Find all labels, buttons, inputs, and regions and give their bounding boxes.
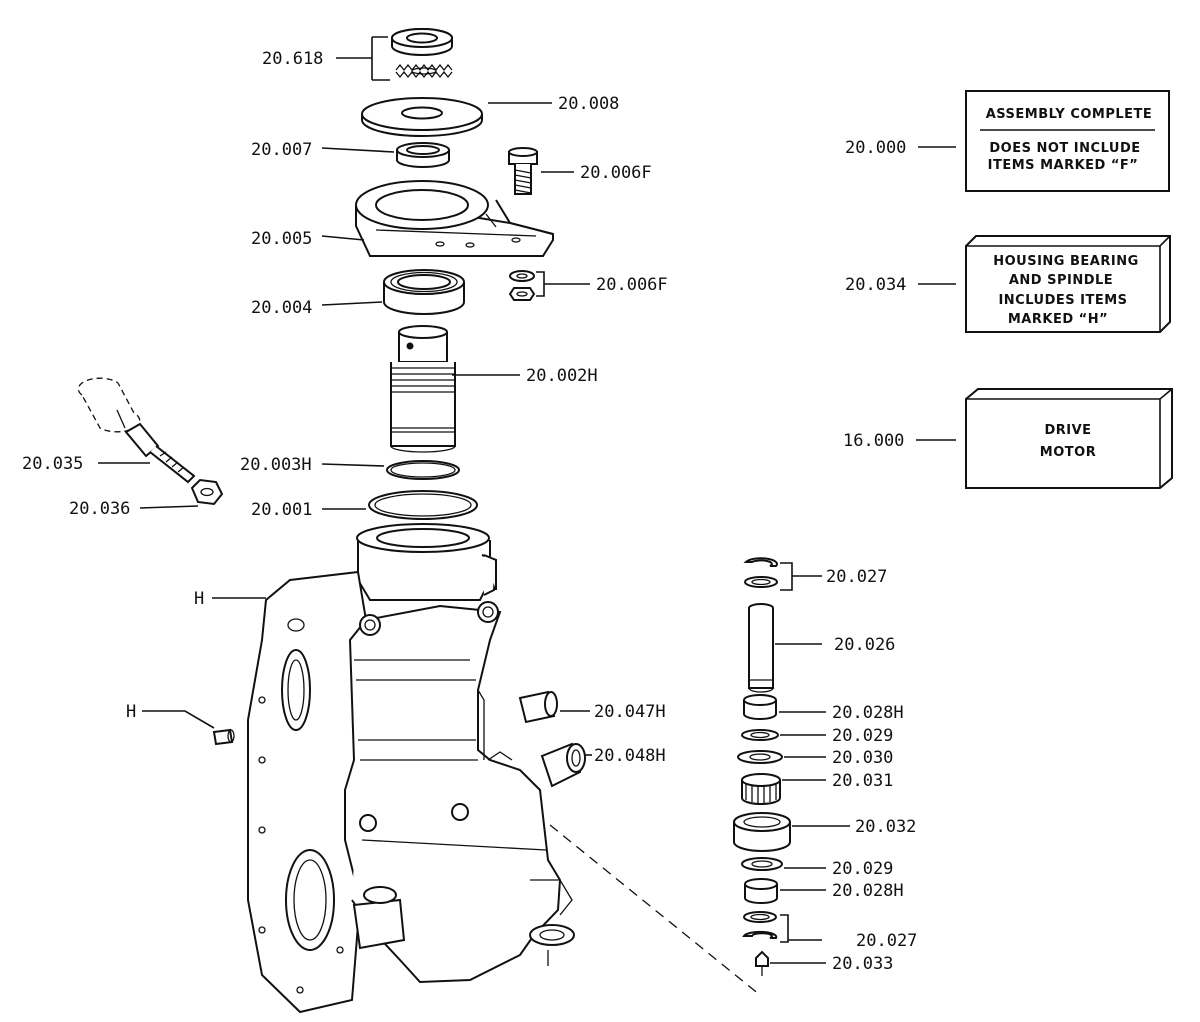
part-20-028H-top — [743, 694, 777, 720]
label-20-033: 20.033 — [832, 954, 893, 974]
leader-20-003H — [321, 463, 385, 467]
label-20-031: 20.031 — [832, 771, 893, 791]
part-20-618-nut — [391, 28, 453, 56]
leader-20-036 — [139, 505, 199, 509]
label-20-026: 20.026 — [834, 635, 895, 655]
leader-20-004 — [321, 301, 383, 306]
leader-20-618 — [336, 36, 390, 81]
part-20-006F-washer-nut — [508, 270, 536, 301]
box-housing-line3: INCLUDES ITEMS — [998, 293, 1127, 308]
part-20-029-top — [741, 729, 779, 741]
part-20-027-clip-bot — [742, 911, 778, 939]
leader-20-005 — [321, 235, 365, 241]
part-20-001-oring — [368, 490, 478, 520]
label-20-028H-bot: 20.028H — [832, 881, 904, 901]
part-20-033-fitting — [755, 950, 769, 976]
box-assembly-line2: DOES NOT INCLUDE — [989, 141, 1140, 156]
label-20-004: 20.004 — [251, 298, 312, 318]
part-20-003H-ring — [386, 460, 460, 480]
label-20-034: 20.034 — [845, 275, 906, 295]
part-20-030-washer — [737, 750, 783, 764]
box-assembly-line3: ITEMS MARKED “F” — [988, 158, 1139, 173]
label-20-036: 20.036 — [69, 499, 130, 519]
label-20-028H-top: 20.028H — [832, 703, 904, 723]
box-housing-line2: AND SPINDLE — [1009, 273, 1113, 288]
label-20-008: 20.008 — [558, 94, 619, 114]
part-20-002H-spindle — [390, 325, 456, 453]
label-20-027-bot: 20.027 — [856, 931, 917, 951]
box-housing-bearing — [965, 235, 1171, 333]
part-20-035-screw — [77, 377, 196, 484]
part-20-006F-bolt — [508, 147, 538, 195]
label-20-618: 20.618 — [262, 49, 323, 69]
label-20-027-top: 20.027 — [826, 567, 887, 587]
label-20-030: 20.030 — [832, 748, 893, 768]
label-20-029-top: 20.029 — [832, 726, 893, 746]
part-20-008-washer — [361, 97, 483, 137]
leader-20-006F-b — [536, 271, 590, 297]
box-assembly-line1: ASSEMBLY COMPLETE — [986, 107, 1153, 122]
box-drive-line1: DRIVE — [1044, 423, 1091, 438]
label-h-side: H — [126, 702, 136, 722]
leader-h-side — [142, 710, 215, 729]
label-20-000: 20.000 — [845, 138, 906, 158]
label-20-048H: 20.048H — [594, 746, 666, 766]
part-20-036-nut — [190, 478, 224, 506]
label-20-006F-b: 20.006F — [596, 275, 668, 295]
part-20-004-bearing — [383, 269, 465, 315]
label-20-003H: 20.003H — [240, 455, 312, 475]
centerline-dashed — [549, 824, 761, 996]
part-20-032-bushing — [733, 812, 791, 852]
part-20-029-bot — [741, 857, 783, 871]
part-20-007-bushing — [396, 142, 450, 168]
label-16-000: 16.000 — [843, 431, 904, 451]
leader-20-027-top — [780, 562, 822, 591]
part-20-048H-bushing — [540, 742, 586, 788]
part-20-618-lockwasher — [395, 63, 453, 79]
label-20-029-bot: 20.029 — [832, 859, 893, 879]
label-20-032: 20.032 — [855, 817, 916, 837]
label-20-007: 20.007 — [251, 140, 312, 160]
part-20-047H-bushing — [518, 690, 558, 724]
label-20-005: 20.005 — [251, 229, 312, 249]
box-housing-line1: HOUSING BEARING — [993, 254, 1139, 269]
label-20-001: 20.001 — [251, 500, 312, 520]
box-assembly-complete — [965, 90, 1170, 192]
label-h-top: H — [194, 589, 204, 609]
box-drive-line2: MOTOR — [1040, 445, 1096, 460]
leader-20-007 — [321, 147, 395, 153]
box-drive-motor — [965, 388, 1173, 489]
part-20-005-housing — [355, 180, 554, 257]
part-20-028H-bot — [744, 878, 778, 904]
part-20-031-bearing — [741, 773, 781, 805]
label-20-035: 20.035 — [22, 454, 83, 474]
label-20-002H: 20.002H — [526, 366, 598, 386]
label-20-006F-a: 20.006F — [580, 163, 652, 183]
part-h-pin — [212, 728, 235, 746]
box-housing-line4: MARKED “H” — [1008, 312, 1108, 327]
label-20-047H: 20.047H — [594, 702, 666, 722]
part-main-housing — [247, 523, 575, 1014]
leader-20-027-bot — [780, 914, 822, 943]
part-20-026-shaft — [748, 603, 774, 693]
part-20-027-clip-top — [743, 557, 778, 588]
